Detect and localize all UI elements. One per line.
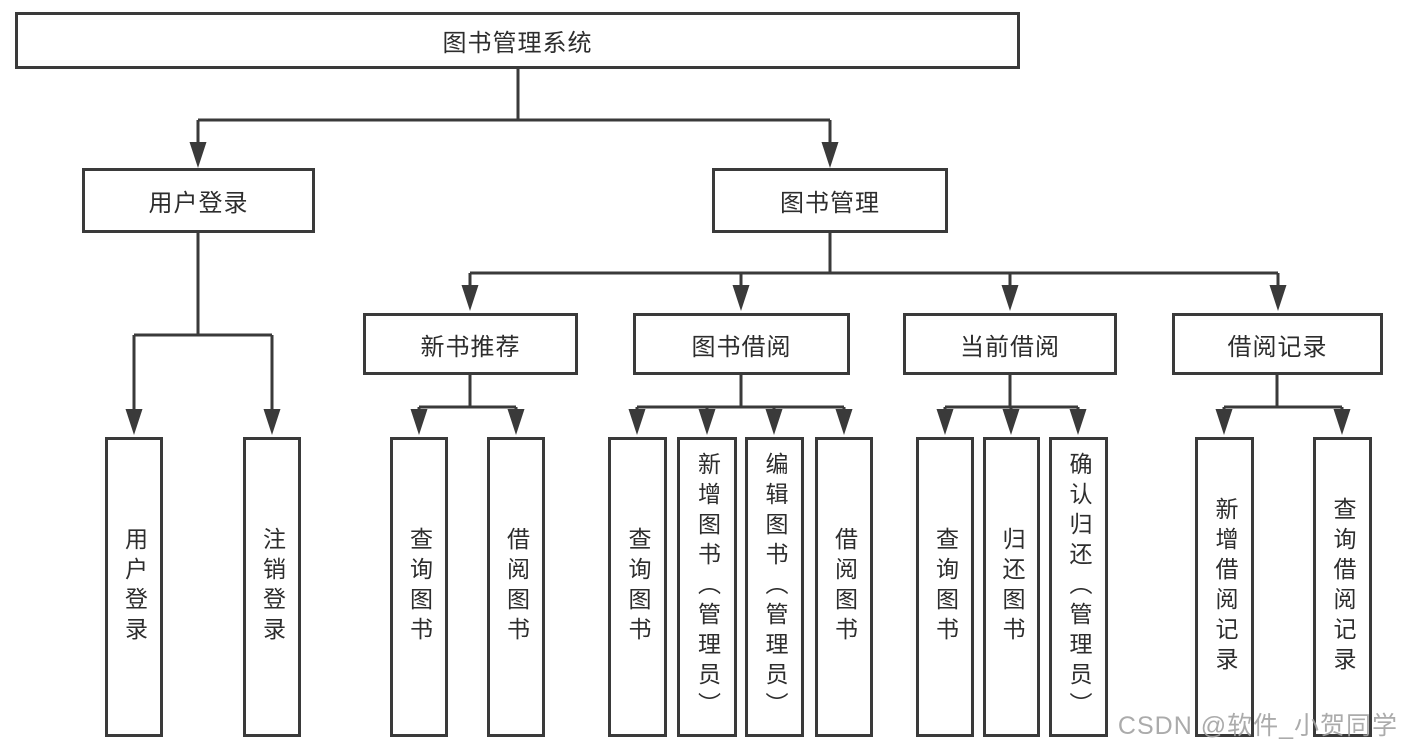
- leaf-borrow-books-label: 借阅图书: [831, 527, 858, 647]
- leaf-query-books-recommend: 查询图书: [390, 437, 448, 737]
- node-root-system: 图书管理系统: [15, 12, 1020, 69]
- leaf-user-login: 用户登录: [105, 437, 163, 737]
- leaf-query-borrow-record-label: 查询借阅记录: [1330, 497, 1356, 677]
- leaf-confirm-return-admin: 确认归还（管理员）: [1049, 437, 1108, 737]
- leaf-query-books-borrow-label: 查询图书: [625, 527, 651, 647]
- leaf-borrow-books-recommend: 借阅图书: [487, 437, 545, 737]
- leaf-return-books: 归还图书: [983, 437, 1040, 737]
- leaf-logout: 注销登录: [243, 437, 301, 737]
- leaf-add-books-admin-label: 新增图书（管理员）: [694, 452, 721, 722]
- node-user-login: 用户登录: [82, 168, 315, 233]
- leaf-return-books-label: 归还图书: [999, 527, 1025, 647]
- node-current-borrow: 当前借阅: [903, 313, 1117, 375]
- leaf-add-books-admin: 新增图书（管理员）: [677, 437, 737, 737]
- csdn-watermark: CSDN @软件_小贺同学: [1117, 712, 1398, 740]
- node-book-borrow: 图书借阅: [633, 313, 850, 375]
- leaf-borrow-books-recommend-label: 借阅图书: [503, 527, 530, 647]
- leaf-borrow-books: 借阅图书: [815, 437, 873, 737]
- leaf-add-borrow-record-label: 新增借阅记录: [1212, 497, 1238, 677]
- leaf-edit-books-admin-label: 编辑图书（管理员）: [762, 452, 788, 722]
- node-new-book-recommend: 新书推荐: [363, 313, 578, 375]
- leaf-query-books-current-label: 查询图书: [932, 527, 959, 647]
- leaf-edit-books-admin: 编辑图书（管理员）: [745, 437, 804, 737]
- leaf-query-books-current: 查询图书: [916, 437, 974, 737]
- node-borrow-record: 借阅记录: [1172, 313, 1383, 375]
- leaf-query-books-borrow: 查询图书: [608, 437, 667, 737]
- leaf-query-books-recommend-label: 查询图书: [406, 527, 433, 647]
- leaf-logout-label: 注销登录: [259, 527, 286, 647]
- leaf-add-borrow-record: 新增借阅记录: [1195, 437, 1254, 737]
- leaf-user-login-label: 用户登录: [121, 527, 148, 647]
- node-book-management: 图书管理: [712, 168, 948, 233]
- leaf-confirm-return-admin-label: 确认归还（管理员）: [1066, 452, 1092, 722]
- leaf-query-borrow-record: 查询借阅记录: [1313, 437, 1372, 737]
